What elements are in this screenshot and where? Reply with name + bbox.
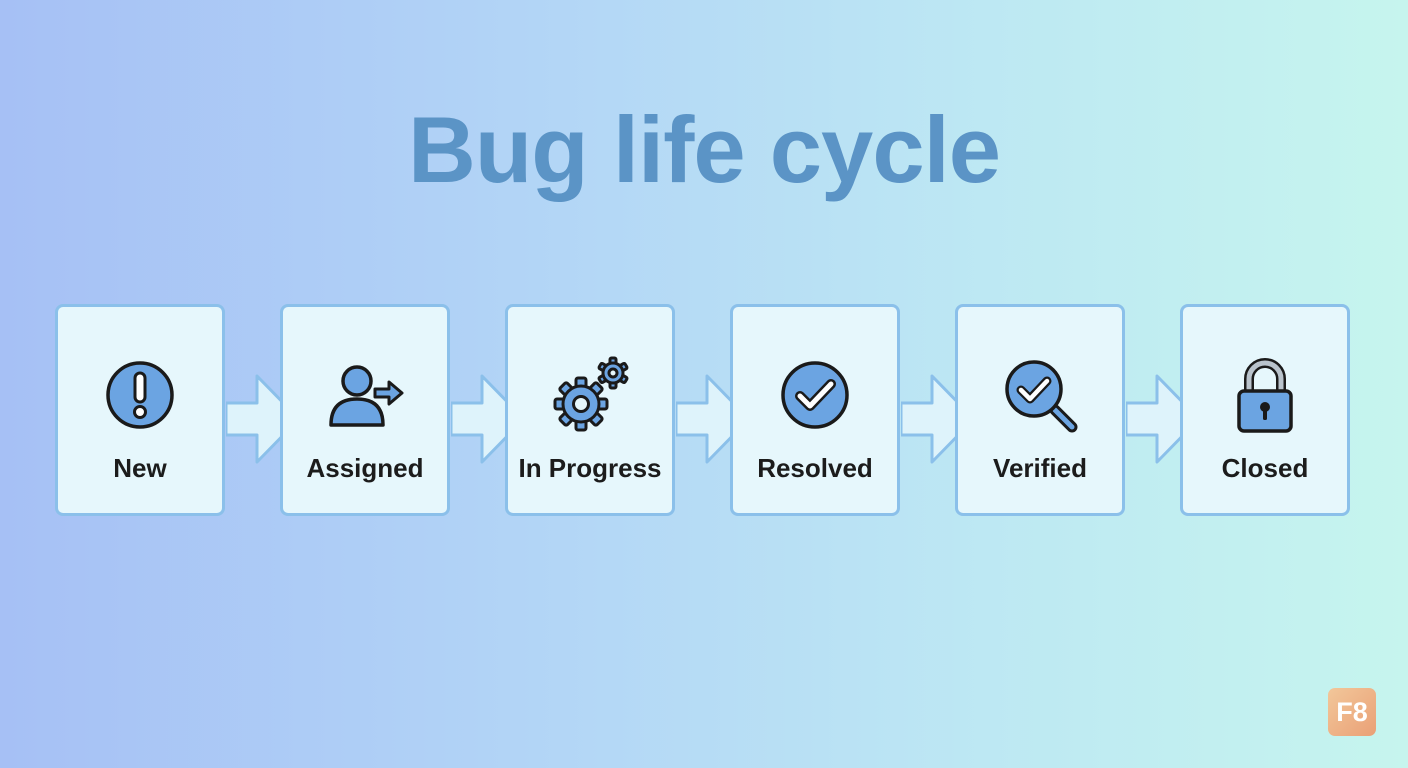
page-title: Bug life cycle bbox=[408, 97, 1001, 202]
arrow-icon bbox=[901, 374, 976, 464]
brand-logo: F8 bbox=[1328, 688, 1376, 736]
step-assigned: Assigned bbox=[280, 304, 450, 516]
step-closed: Closed bbox=[1180, 304, 1350, 516]
step-label: Resolved bbox=[757, 453, 873, 483]
user-assign-icon bbox=[325, 355, 405, 435]
magnifier-check-icon bbox=[1000, 355, 1080, 435]
step-label: Assigned bbox=[306, 453, 424, 483]
step-label: Verified bbox=[993, 453, 1087, 483]
arrow-icon bbox=[676, 374, 751, 464]
step-new: New bbox=[55, 304, 225, 516]
step-label: In Progress bbox=[518, 453, 662, 483]
arrow-icon bbox=[226, 374, 301, 464]
padlock-icon bbox=[1225, 355, 1305, 435]
step-in-progress: In Progress bbox=[505, 304, 675, 516]
check-circle-icon bbox=[775, 355, 855, 435]
arrow-icon bbox=[1126, 374, 1201, 464]
step-resolved: Resolved bbox=[730, 304, 900, 516]
exclamation-circle-icon bbox=[100, 355, 180, 435]
arrow-icon bbox=[451, 374, 526, 464]
step-verified: Verified bbox=[955, 304, 1125, 516]
gears-icon bbox=[550, 355, 630, 435]
step-label: New bbox=[113, 453, 167, 483]
step-label: Closed bbox=[1221, 453, 1309, 483]
